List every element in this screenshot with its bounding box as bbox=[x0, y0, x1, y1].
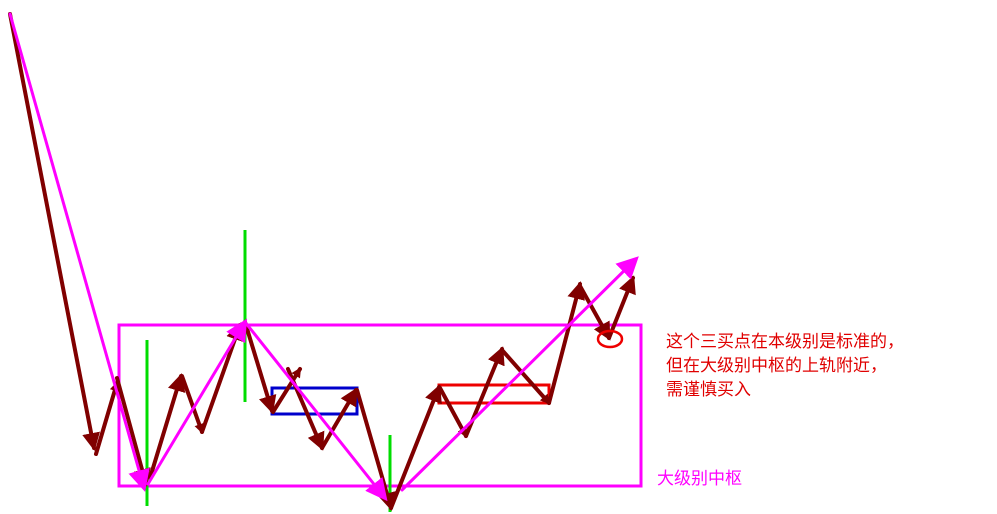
up-move-arrow bbox=[271, 367, 302, 414]
big-pivot-label: 大级别中枢 bbox=[657, 469, 742, 489]
marker-lines bbox=[145, 230, 392, 512]
down-move-arrow bbox=[243, 320, 277, 414]
up-move-arrow bbox=[607, 275, 636, 340]
third-buy-point-circle bbox=[596, 329, 624, 349]
down-move-arrow bbox=[115, 376, 151, 487]
up-move-arrow bbox=[148, 373, 186, 480]
down-move-arrow bbox=[578, 284, 611, 341]
up-move-arrow bbox=[547, 281, 585, 405]
small-level-moves bbox=[8, 12, 636, 511]
down-move-arrow bbox=[438, 386, 468, 438]
large-level-moves bbox=[8, 12, 639, 502]
annotation-line-3: 需谨慎买入 bbox=[666, 380, 751, 400]
large-down-arrow bbox=[8, 12, 150, 492]
annotation-line-1: 这个三买点在本级别是标准的， bbox=[666, 332, 904, 352]
large-up-arrow bbox=[400, 256, 639, 492]
large-up-arrow bbox=[146, 318, 248, 486]
down-move-arrow bbox=[180, 374, 205, 434]
annotation-line-2: 但在大级别中枢的上轨附近， bbox=[666, 356, 887, 376]
annotation: 这个三买点在本级别是标准的， 但在大级别中枢的上轨附近， 需谨慎买入 bbox=[666, 332, 904, 400]
down-move-arrow bbox=[8, 12, 100, 451]
down-move-arrow bbox=[500, 348, 551, 405]
large-down-arrow bbox=[243, 320, 388, 502]
up-move-arrow bbox=[94, 381, 120, 456]
up-move-arrow bbox=[320, 387, 358, 450]
down-move-arrow bbox=[355, 388, 396, 511]
up-move-arrow bbox=[389, 384, 442, 510]
